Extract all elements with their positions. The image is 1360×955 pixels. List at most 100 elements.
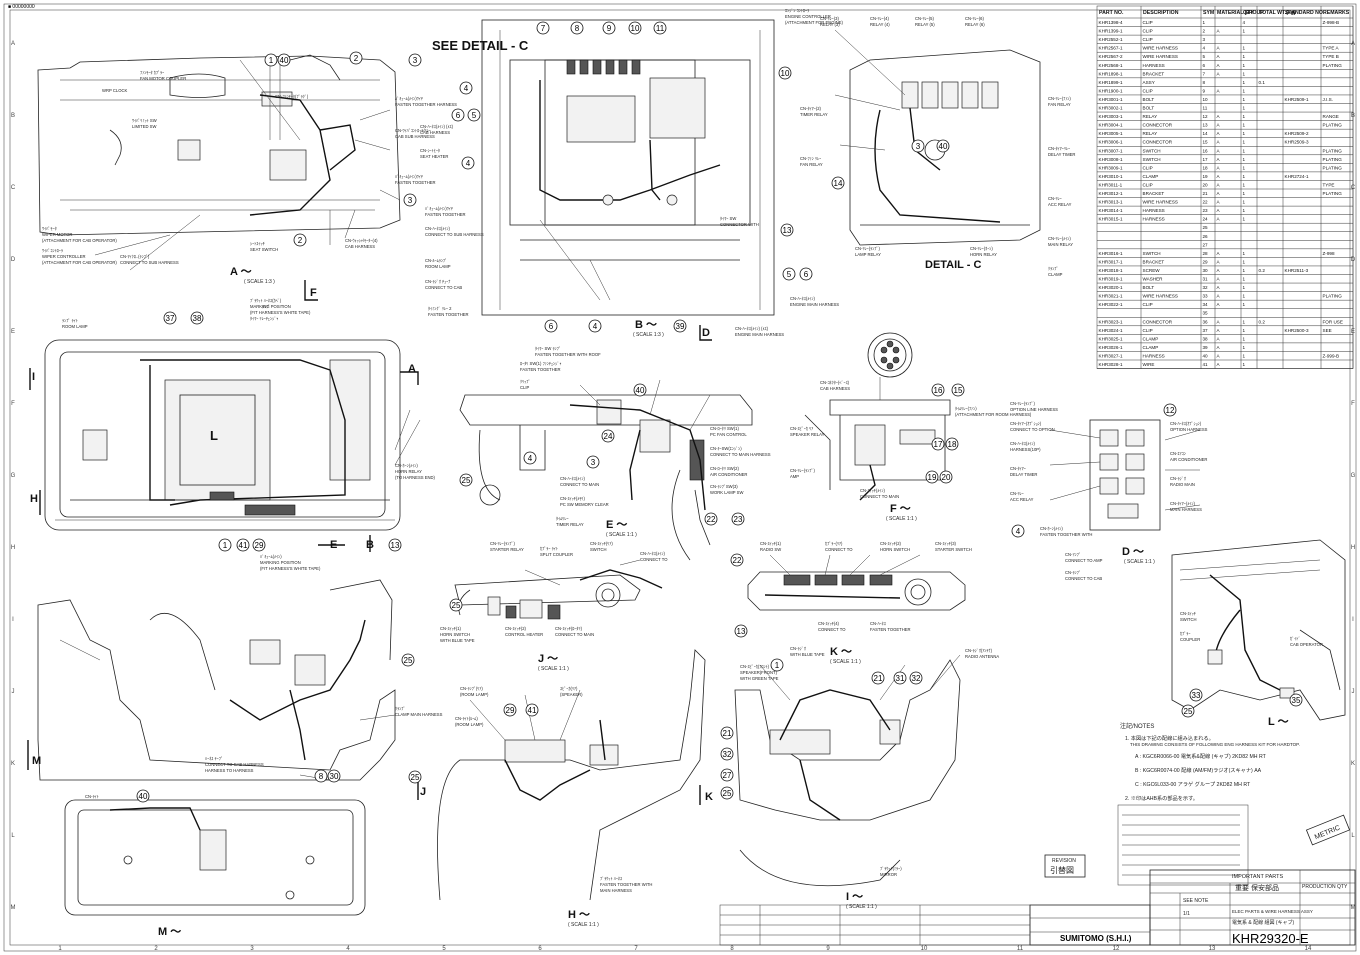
view-k-label: K ～ [830,646,852,658]
table-cell: A [1217,29,1221,34]
item-balloon: 21 [871,671,885,685]
svg-text:AIR CONDITIONER: AIR CONDITIONER [710,472,747,477]
svg-text:CN-ｳｫｯｼｬ/ﾓｰﾀｰ(4): CN-ｳｫｯｼｬ/ﾓｰﾀｰ(4) [345,238,378,244]
table-cell: 11 [1203,106,1208,111]
svg-text:WORK LAMP SW: WORK LAMP SW [710,490,743,495]
svg-text:6: 6 [804,270,809,279]
svg-text:ｶﾌﾟﾗｰ: ｶﾌﾟﾗｰ [1180,630,1190,637]
item-balloon: 25 [1181,704,1195,718]
svg-text:CN-ﾊｰﾈｽ(ﾒｲﾝ): CN-ﾊｰﾈｽ(ﾒｲﾝ) [560,476,585,482]
svg-text:DELAY TIMER: DELAY TIMER [1048,152,1075,157]
table-cell: 0.2 [1259,319,1266,324]
svg-text:21: 21 [723,729,732,738]
item-balloon: 35 [1289,693,1303,707]
svg-text:HARNESS TO HARNESS: HARNESS TO HARNESS [205,768,254,773]
svg-text:ﾜｲﾊﾟﾓｰﾀ: ﾜｲﾊﾟﾓｰﾀ [42,225,57,232]
table-cell: KHR3010-1 [1099,174,1123,179]
svg-text:CN-ﾙｰﾑﾗﾝﾌﾟ: CN-ﾙｰﾑﾗﾝﾌﾟ [425,257,447,264]
table-cell: PLATING [1323,191,1343,196]
table-cell: KHR3014-1 [1099,208,1123,213]
svg-text:CN-ｴｱｺﾝ: CN-ｴｱｺﾝ [1170,451,1186,456]
svg-text:4: 4 [1016,527,1021,536]
table-cell: 20 [1203,182,1209,187]
table-cell: 40 [1203,353,1209,358]
table-cell: CLAMP [1143,174,1159,179]
svg-text:38: 38 [193,314,202,323]
svg-text:ｴﾝｼﾞﾝ ｺﾝﾄﾛｰﾗ: ｴﾝｼﾞﾝ ｺﾝﾄﾛｰﾗ [785,8,809,13]
table-cell: 38 [1203,336,1209,341]
zone-marker: M [1351,905,1356,911]
svg-text:2: 2 [298,236,303,245]
svg-text:FASTEN TOGETHER WITH ROOF: FASTEN TOGETHER WITH ROOF [535,352,601,357]
svg-text:ﾜｲﾊﾟﾘﾐｯﾄ SW: ﾜｲﾊﾟﾘﾐｯﾄ SW [132,117,157,123]
item-balloon: 6 [799,267,813,281]
table-cell: 30 [1203,268,1209,273]
svg-text:4: 4 [466,159,471,168]
svg-text:CN-ﾘﾚｰ(ﾗﾝﾌﾟ): CN-ﾘﾚｰ(ﾗﾝﾌﾟ) [855,245,880,252]
svg-text:29: 29 [255,541,264,550]
svg-text:CN-ﾘﾚｰ: CN-ﾘﾚｰ [1048,196,1062,201]
table-cell: A [1217,268,1221,273]
item-balloon: 8 [570,21,584,35]
table-cell: 1 [1243,114,1246,119]
svg-text:STARTER SWITCH: STARTER SWITCH [935,547,972,552]
table-cell: BOLT [1143,106,1155,111]
revision-stamp: REVISION 引替図 [1044,854,1086,878]
svg-text:CN-ﾀｲﾏｰﾘﾚｰ: CN-ﾀｲﾏｰﾘﾚｰ [1048,146,1070,152]
table-cell: 1 [1243,165,1246,170]
svg-text:CN-ﾊｰﾈｽ: CN-ﾊｰﾈｽ [870,621,886,627]
svg-text:CN-ﾎｰﾝ(ﾒｲﾝ): CN-ﾎｰﾝ(ﾒｲﾝ) [1040,526,1063,531]
svg-text:SPLIT COUPLER: SPLIT COUPLER [540,552,573,557]
svg-text:9: 9 [607,24,612,33]
svg-text:12: 12 [1166,406,1175,415]
table-cell: KHR3015-1 [1099,217,1123,222]
table-cell: BRACKET [1143,259,1165,264]
svg-text:CONNECT TO CAB: CONNECT TO CAB [425,285,462,290]
svg-text:MARKING POSITION: MARKING POSITION [250,304,291,309]
svg-text:CN-ｽｲｯﾁ(1): CN-ｽｲｯﾁ(1) [760,541,782,546]
drawing-name: ELEC PARTS & WIRE HARNESS ASSY [1232,909,1313,914]
svg-text:10: 10 [631,24,640,33]
svg-text:CN-ﾗｼﾞｵ ﾁｭｰﾅ: CN-ﾗｼﾞｵ ﾁｭｰﾅ [425,279,450,285]
svg-text:(ATTACHMENT FOR CAB OPERATOR): (ATTACHMENT FOR CAB OPERATOR) [42,260,117,265]
svg-text:(ATTACHMENT FOR CAB OPERATOR): (ATTACHMENT FOR CAB OPERATOR) [42,238,117,243]
table-cell: 1 [1243,217,1246,222]
zone-marker: 11 [1017,946,1024,952]
zone-marker: L [1351,833,1355,839]
svg-text:HARNESS(10P): HARNESS(10P) [1010,447,1041,452]
table-cell: A [1217,251,1221,256]
table-cell: SWITCH [1143,251,1161,256]
svg-text:CONNECT TO SUB HARNESS: CONNECT TO SUB HARNESS [425,232,484,237]
table-cell: A [1217,123,1221,128]
svg-text:19: 19 [928,473,937,482]
table-cell: A [1217,362,1221,367]
table-cell: A [1217,208,1221,213]
svg-text:31: 31 [896,674,905,683]
svg-text:40: 40 [939,142,948,151]
table-cell: 12 [1203,114,1209,119]
svg-text:SWITCH: SWITCH [1180,617,1197,622]
table-cell: A [1217,191,1221,196]
item-balloon: 10 [628,21,642,35]
table-cell: PLATING [1323,63,1343,68]
table-cell: CLIP [1143,29,1153,34]
svg-text:25: 25 [462,476,471,485]
view-k: CN-ｽｲｯﾁ(1) RADIO SW ｶﾌﾟﾗｰ(ﾘｱ) CONNECT TO… [747,540,972,632]
table-cell: A [1217,63,1221,68]
svg-text:FASTEN TOGETHER: FASTEN TOGETHER [428,312,469,317]
svg-text:CN-ﾗﾝﾌﾟ(ﾘｱ): CN-ﾗﾝﾌﾟ(ﾘｱ) [460,685,483,692]
svg-text:CONTROL HEATER: CONTROL HEATER [505,632,543,637]
important-parts: IMPORTANT PARTS [1232,874,1283,880]
item-balloon: 1 [218,538,232,552]
table-cell: PLATING [1323,148,1343,153]
svg-text:CN-ﾊｰﾈｽ(ﾒｲﾝ): CN-ﾊｰﾈｽ(ﾒｲﾝ) [1010,441,1035,447]
zone-marker: A [11,41,15,47]
table-cell: 36 [1203,319,1209,324]
table-cell: KHR1399-1 [1099,29,1123,34]
svg-text:ｼｰﾄｽｲｯﾁ: ｼｰﾄｽｲｯﾁ [250,241,265,246]
zone-marker: H [11,545,15,551]
detail-c: CN-ﾘﾚｰ(3) RELAY (3) CN-ﾘﾚｰ(4) RELAY (4) … [800,16,1075,277]
table-cell: KHR2509-2 [1285,131,1309,136]
svg-text:ﾊｰﾈｽ ﾃｰﾌﾟ: ﾊｰﾈｽ ﾃｰﾌﾟ [205,755,223,762]
svg-text:ﾌｧﾝﾓｰﾀ ｶﾌﾟﾗｰ: ﾌｧﾝﾓｰﾀ ｶﾌﾟﾗｰ [140,69,164,76]
